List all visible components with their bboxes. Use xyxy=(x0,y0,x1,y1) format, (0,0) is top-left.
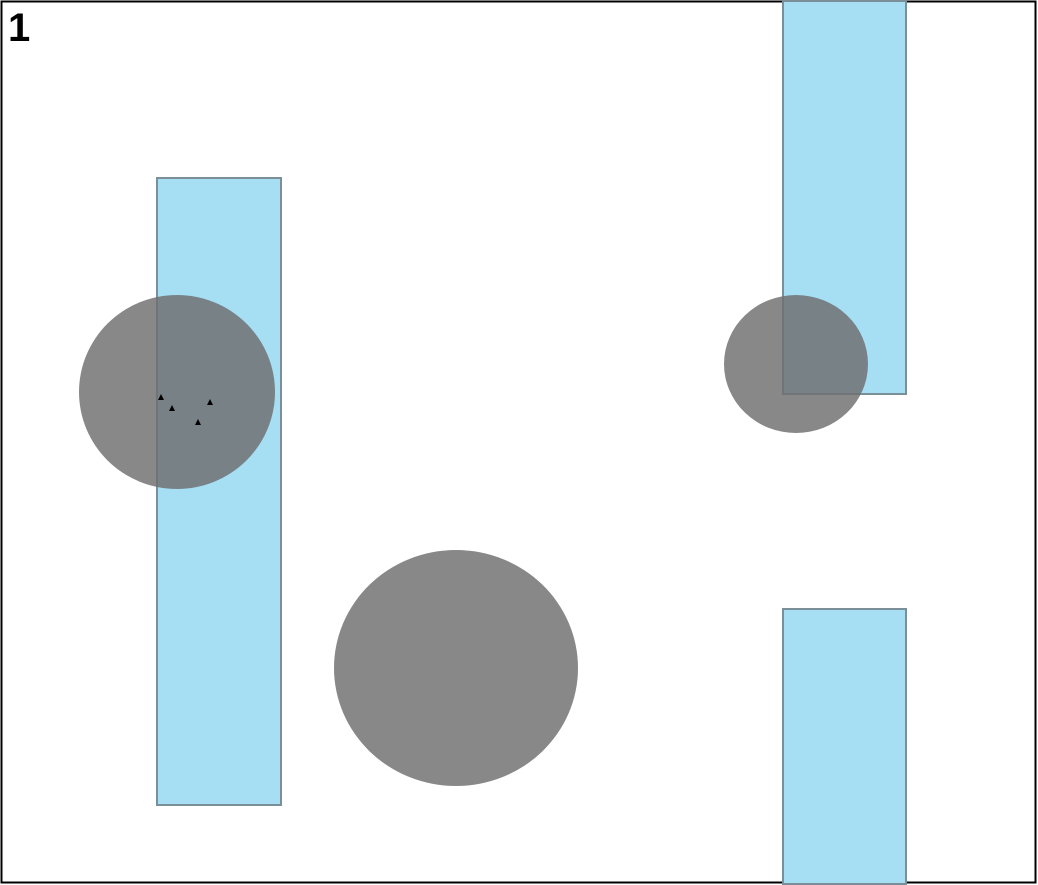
left-bar xyxy=(156,177,282,806)
left-circle xyxy=(79,295,275,489)
triangle-marker xyxy=(195,419,201,425)
panel-number-label: 1 xyxy=(8,6,31,50)
triangle-marker xyxy=(207,399,213,405)
triangle-marker xyxy=(158,394,164,400)
right-circle xyxy=(724,295,868,433)
triangle-marker xyxy=(169,405,175,411)
bottom-right-bar xyxy=(782,608,907,885)
bottom-circle xyxy=(334,550,578,786)
